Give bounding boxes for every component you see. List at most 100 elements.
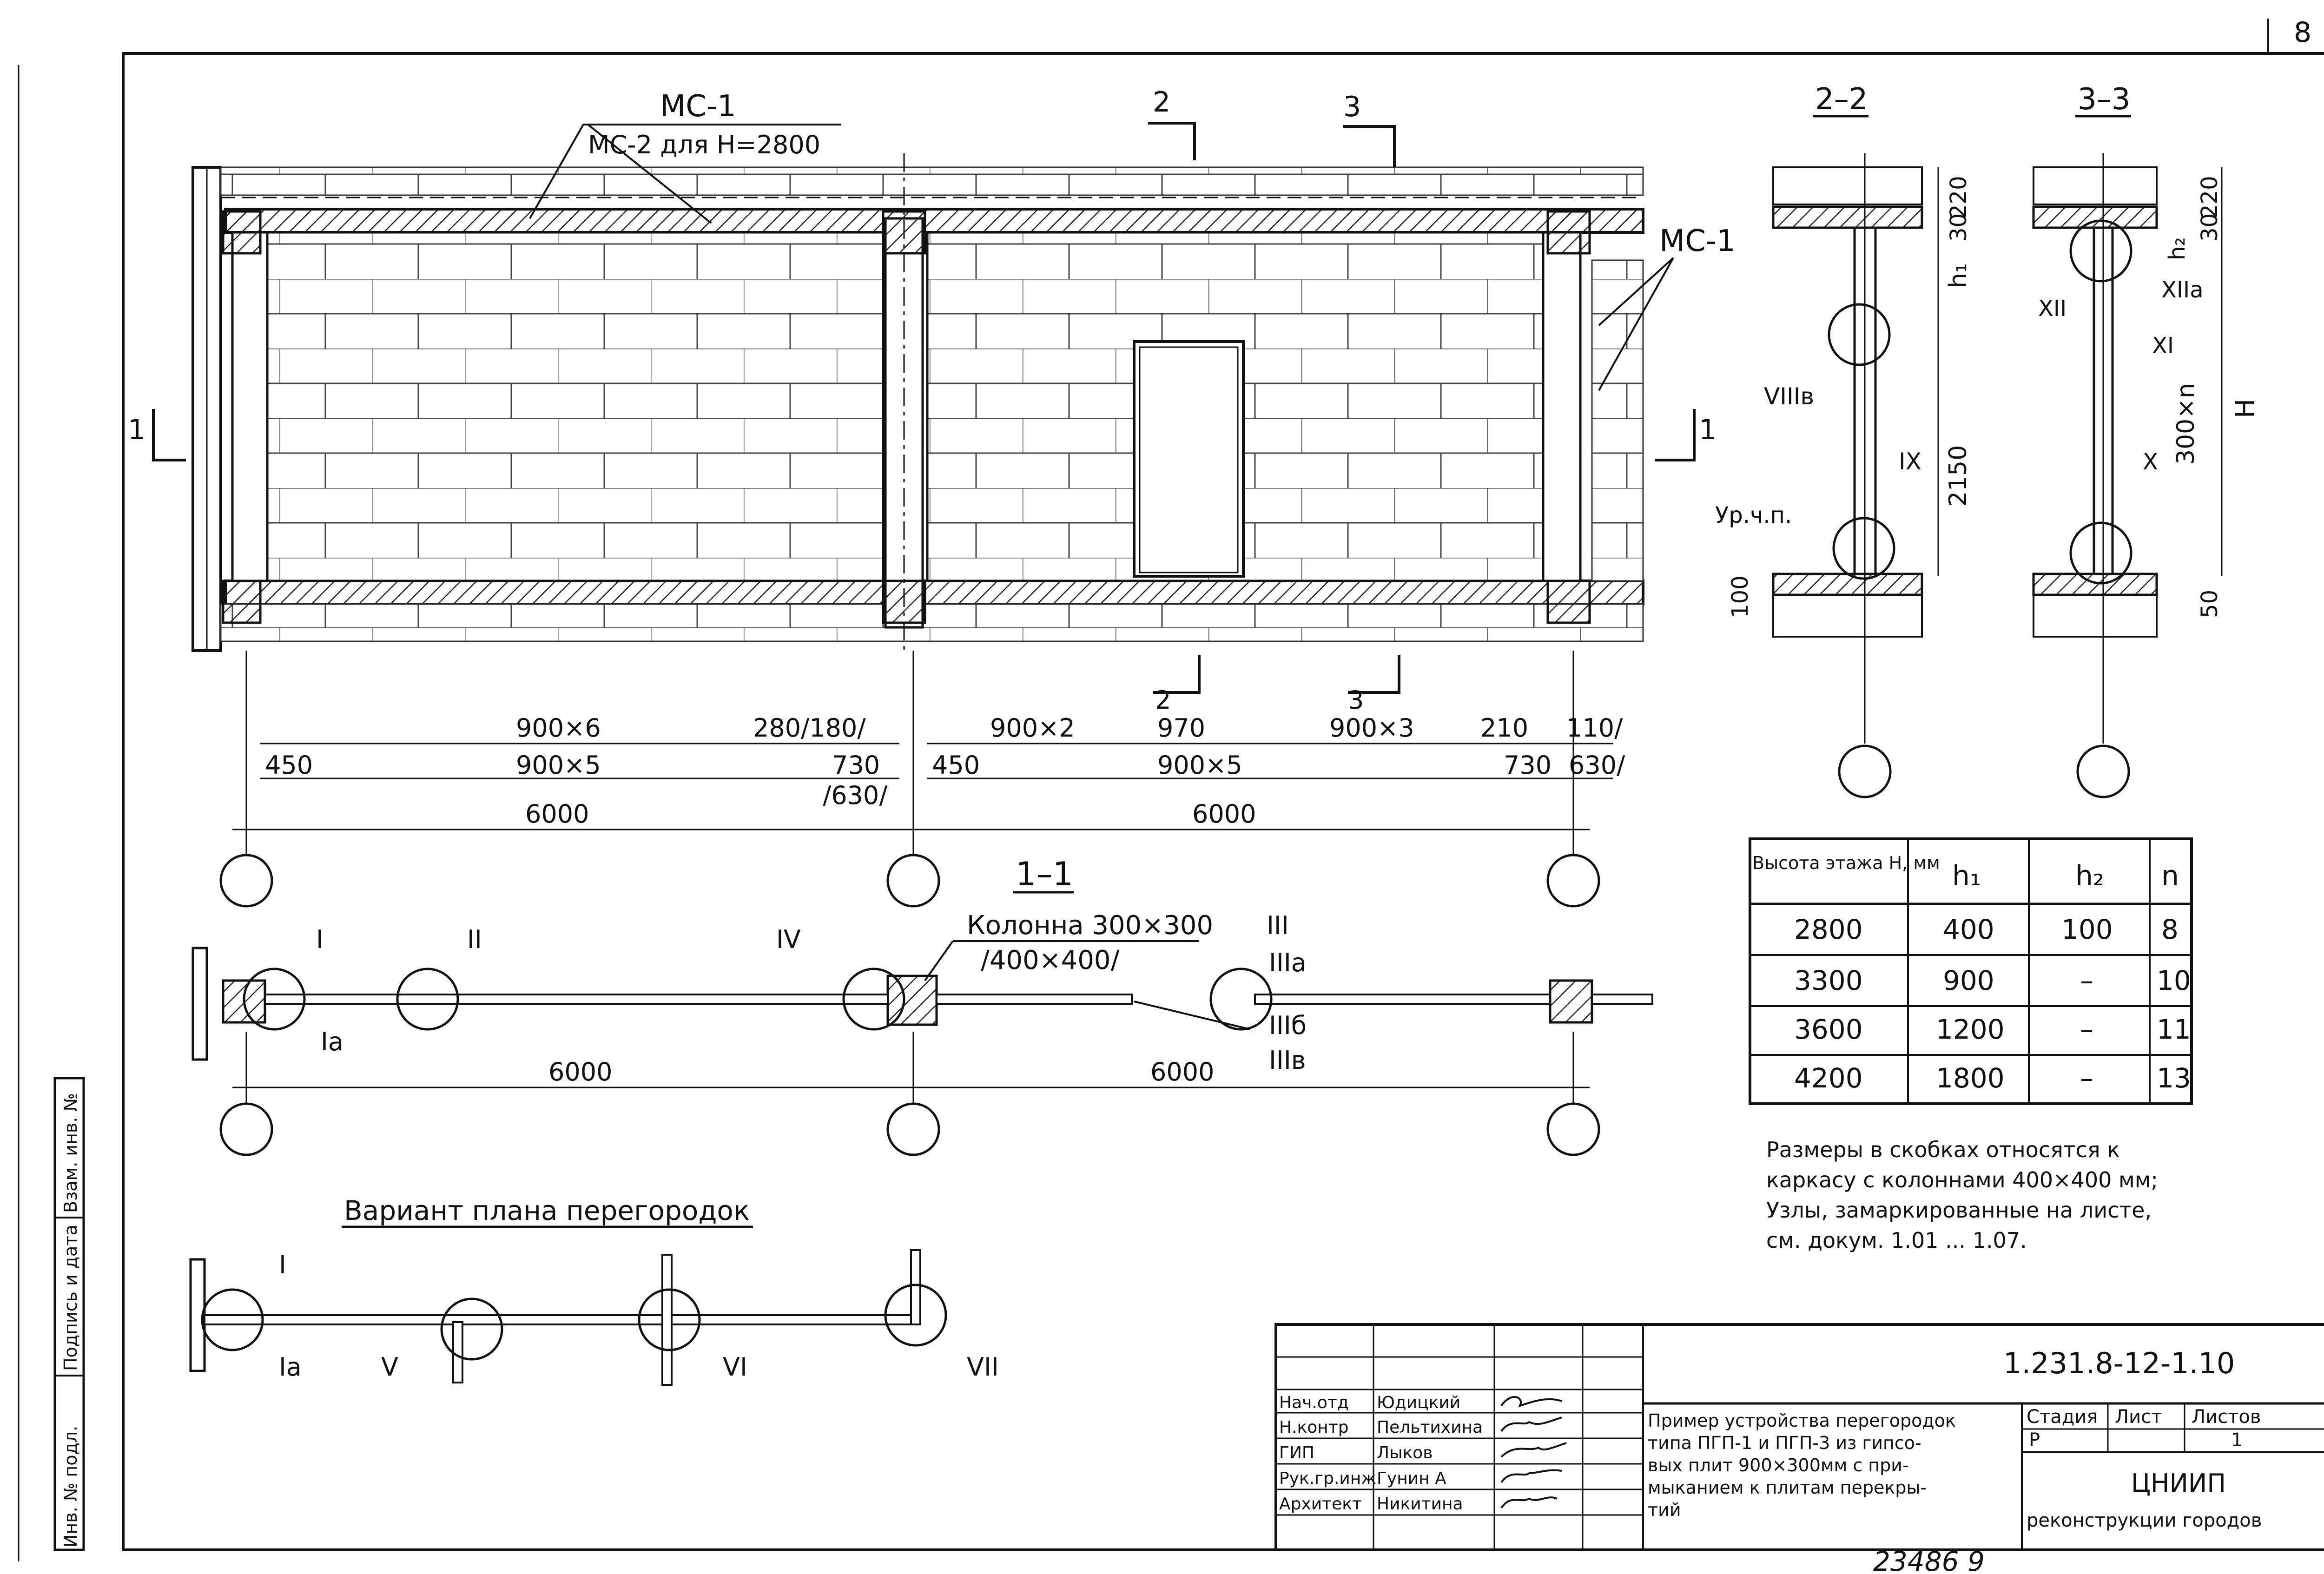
stamp-sign: Подпись и дата	[60, 1225, 81, 1371]
name-1: Юдицкий	[1377, 1393, 1460, 1412]
s22-level-label: Ур.ч.п.	[1715, 502, 1792, 528]
node-IV: IV	[776, 925, 801, 954]
row3-height: 3600	[1794, 1014, 1863, 1045]
plan-1-1: 1–1 6000 6000 Колонна 300×300 /400×400/	[191, 855, 1653, 1156]
role-1: Нач.отд	[1279, 1393, 1349, 1412]
plan-1-1-title: 1–1	[1016, 855, 1073, 893]
dim-110: 110/	[1566, 713, 1623, 743]
variant-node-I: I	[279, 1250, 286, 1279]
variant-plan-title: Вариант плана перегородок	[344, 1195, 750, 1226]
org-name-1: ЦНИИП	[2131, 1469, 2226, 1498]
row2-h1: 900	[1943, 965, 1994, 996]
row2-n: 10	[2157, 965, 2191, 996]
plan-dim-6000-a: 6000	[548, 1057, 612, 1087]
role-2: Н.контр	[1279, 1418, 1349, 1437]
section-2-2: 2–2 220 30 h₁ 2150 100 VIIIв IX Ур.ч.п.	[1715, 82, 1972, 798]
desc-line-2: типа ПГП-1 и ПГП-3 из гипсо-	[1648, 1433, 1921, 1453]
stage-header: Стадия	[2027, 1406, 2098, 1428]
cut-3-top-label: 3	[1343, 91, 1361, 123]
row3-n: 11	[2157, 1014, 2191, 1045]
desc-line-3: вых плит 900×300мм с при-	[1648, 1455, 1909, 1475]
variant-node-VI: VI	[723, 1352, 747, 1382]
name-5: Никитина	[1377, 1495, 1463, 1514]
note-line-4: см. докум. 1.01 ... 1.07.	[1766, 1228, 2027, 1253]
role-3: ГИП	[1279, 1443, 1314, 1462]
desc-line-1: Пример устройства перегородок	[1648, 1410, 1956, 1431]
axis-bubbles-top	[219, 854, 1600, 908]
stamp-replace: Взам. инв. №	[60, 1093, 81, 1213]
s33-dim-300n: 300×n	[2172, 383, 2200, 465]
variant-node-V: V	[381, 1352, 398, 1382]
s33-node-XI: XI	[2152, 333, 2174, 359]
s22-node-VIIIv: VIIIв	[1764, 383, 1814, 410]
dim-730-a: 730	[832, 751, 880, 780]
dim-900x2: 900×2	[990, 713, 1075, 743]
note-line-2: каркасу с колоннами 400×400 мм;	[1766, 1167, 2158, 1192]
table-header-height: Высота этажа Н, мм	[1752, 853, 1940, 873]
s33-dim-220: 220	[2197, 176, 2223, 218]
dim-900x3: 900×3	[1329, 713, 1414, 743]
dim-900x5-a: 900×5	[516, 751, 601, 780]
label-ms2-note: МС-2 для Н=2800	[588, 130, 820, 159]
table-rows: 2800 400 100 8 3300 900 – 10 3600 1200 –…	[1794, 914, 2191, 1094]
s33-node-XII: XII	[2038, 296, 2067, 322]
s22-dim-h1: h₁	[1944, 263, 1972, 288]
row2-height: 3300	[1794, 965, 1863, 996]
top-slab	[224, 208, 1644, 234]
role-5: Архитект	[1279, 1495, 1362, 1514]
s22-dim-220: 220	[1946, 176, 1972, 218]
row3-h2: –	[2080, 1014, 2093, 1045]
column-left	[231, 231, 269, 582]
label-ms1-top: МС-1	[660, 89, 736, 124]
variant-plan: Вариант плана перегородок I Iа V VI VII	[189, 1195, 999, 1386]
org-name-2: реконструкции городов	[2027, 1510, 2262, 1531]
node-IIIb: IIIб	[1269, 1011, 1307, 1040]
plan-dim-6000-b: 6000	[1150, 1057, 1214, 1087]
s33-dim-h2: h₂	[2164, 237, 2190, 260]
name-2: Пельтихина	[1377, 1418, 1483, 1437]
stage-value: Р	[2029, 1429, 2040, 1451]
node-IIIv: IIIв	[1269, 1046, 1306, 1075]
label-ms1-right: МС-1	[1659, 224, 1736, 258]
row3-h1: 1200	[1936, 1014, 2005, 1045]
dim-730-b: 730	[1504, 751, 1552, 780]
dim-210: 210	[1480, 713, 1528, 743]
row1-n: 8	[2161, 914, 2179, 945]
row4-h1: 1800	[1936, 1062, 2005, 1094]
dim-6000-a: 6000	[525, 799, 589, 829]
sheets-header: Листов	[2192, 1406, 2261, 1428]
name-4: Гунин А	[1377, 1469, 1446, 1488]
footer-number: 23486 9	[1873, 1546, 1985, 1574]
dim-970: 970	[1157, 713, 1205, 743]
bottom-slab	[224, 580, 1644, 606]
dim-450-b: 450	[932, 751, 980, 780]
column-right	[1542, 231, 1582, 582]
section-3-3-title: 3–3	[2078, 82, 2130, 117]
node-I: I	[316, 925, 324, 954]
cut-1-right-label: 1	[1699, 414, 1717, 446]
desc-line-4: мыканием к плитам перекры-	[1648, 1477, 1927, 1498]
floor-height-table: Высота этажа Н, мм h₁ h₂ n 2800 400 100 …	[1749, 837, 2193, 1105]
node-III: III	[1267, 911, 1289, 940]
sheets-value: 1	[2231, 1429, 2243, 1451]
desc-line-5: тий	[1648, 1500, 1681, 1520]
row1-h2: 100	[2061, 914, 2113, 945]
table-header-h2: h₂	[2075, 860, 2104, 892]
sheet-frame	[122, 52, 2324, 1551]
dim-630-b: 630/	[1569, 751, 1625, 780]
dim-900x6: 900×6	[516, 713, 601, 743]
elevation-labels: МС-1 МС-2 для Н=2800 МС-1 2 3 2 3 1 1	[128, 86, 1736, 715]
row1-h1: 400	[1943, 914, 1994, 945]
table-header-n: n	[2161, 860, 2179, 892]
s33-node-XIIa: XIIа	[2161, 277, 2204, 303]
row2-h2: –	[2080, 965, 2093, 996]
doc-code: 1.231.8-12-1.10	[2003, 1346, 2235, 1380]
notes: Размеры в скобках относятся к каркасу с …	[1766, 1137, 2158, 1253]
s33-dim-50: 50	[2197, 590, 2223, 618]
section-3-3: 3–3 220 30 h₂ 300×n H 50 XII XIIа XI X	[2032, 82, 2261, 798]
node-II: II	[467, 925, 482, 954]
note-line-1: Размеры в скобках относятся к	[1766, 1137, 2120, 1162]
variant-node-VII: VII	[967, 1352, 999, 1382]
stamp-inv: Инв. № подл.	[60, 1426, 81, 1548]
role-4: Рук.гр.инж	[1279, 1469, 1376, 1488]
